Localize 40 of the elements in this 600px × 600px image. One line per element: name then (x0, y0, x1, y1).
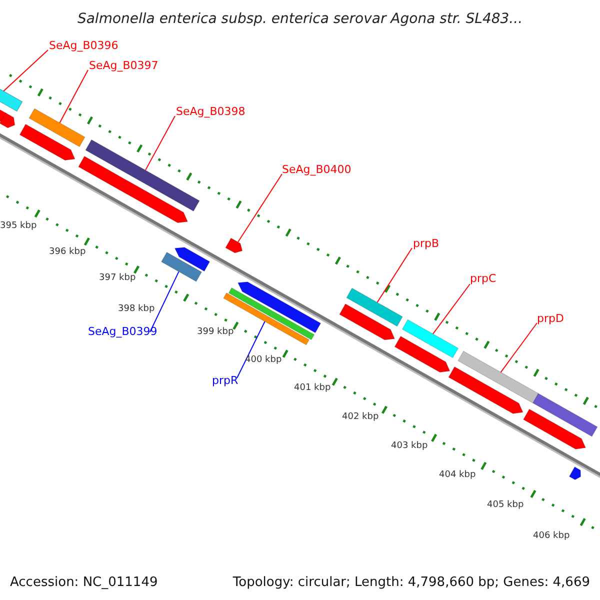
gene-feature (225, 238, 243, 254)
gene-label: SeAg_B0397 (89, 60, 158, 71)
tick-label: 395 kbp (0, 222, 37, 231)
title: Salmonella enterica subsp. enterica serovar Agona str. SL483... (76, 12, 524, 26)
gene-feature (161, 252, 202, 282)
tick-label: 399 kbp (197, 328, 234, 337)
leader-line (236, 321, 266, 378)
gene-label: SeAg_B0398 (176, 106, 246, 117)
tick-label: 401 kbp (294, 384, 331, 393)
footer-text: Topology: circular; Length: 4,798,660 bp; Genes: 4,669 (232, 576, 590, 589)
leader-line (144, 116, 176, 171)
footer-text: Accession: NC_011149 (10, 576, 158, 589)
gene-feature (402, 319, 459, 358)
gene-label: prpR (212, 375, 238, 386)
gene-feature (458, 350, 539, 404)
gene-label: SeAg_B0399 (88, 326, 158, 337)
gene-label: SeAg_B0400 (282, 164, 352, 175)
gene-feature (346, 288, 403, 327)
leader-line (500, 322, 538, 373)
leader-line (432, 284, 470, 334)
gene-feature (28, 108, 86, 148)
gene-label: prpD (537, 313, 564, 324)
leader-line (59, 70, 88, 124)
tick-label: 396 kbp (49, 248, 86, 257)
tick-label: 404 kbp (439, 471, 476, 480)
leader-line (376, 248, 412, 303)
leader-line (3, 50, 48, 92)
gene-label: prpB (413, 238, 440, 249)
tick-label: 403 kbp (391, 442, 428, 451)
tick-label: 400 kbp (245, 356, 282, 365)
tick-label: 406 kbp (533, 532, 570, 541)
leader-line (150, 271, 180, 332)
tick-label: 402 kbp (342, 413, 379, 422)
tick-label: 398 kbp (118, 305, 155, 314)
tick-label: 397 kbp (99, 274, 136, 283)
gene-feature (85, 139, 200, 212)
leader-line (238, 174, 282, 243)
tick-label: 405 kbp (487, 501, 524, 510)
gene-label: prpC (470, 273, 496, 284)
gene-label: SeAg_B0396 (49, 40, 118, 51)
